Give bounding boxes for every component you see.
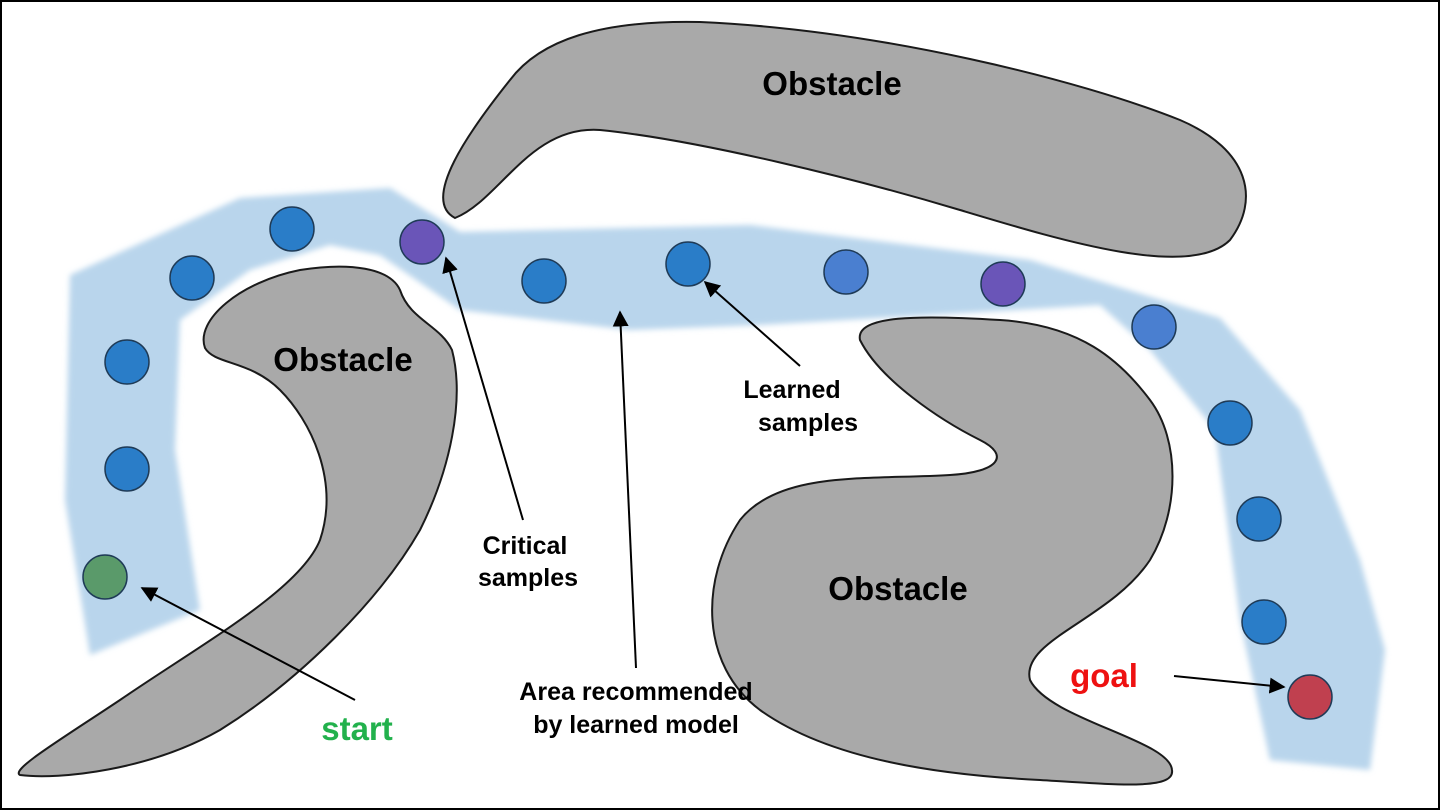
- start-arrow: [140, 587, 356, 701]
- critical-arrow: [442, 256, 524, 521]
- learned-sample: [665, 241, 711, 287]
- critical-samples-label-line2: samples: [478, 564, 578, 592]
- area-label-line1: Area recommended: [519, 678, 752, 706]
- samples: [82, 206, 1333, 720]
- critical-sample: [399, 219, 445, 265]
- obstacle-left-label: Obstacle: [273, 341, 412, 378]
- learned-samples-label-line2: samples: [758, 409, 858, 437]
- critical-sample: [980, 261, 1026, 307]
- goal-sample: [1287, 674, 1333, 720]
- learned-samples-label-line1: Learned: [743, 376, 840, 404]
- learned-sample: [823, 249, 869, 295]
- goal-arrow: [1173, 675, 1286, 694]
- learned-sample: [104, 339, 150, 385]
- learned-sample: [269, 206, 315, 252]
- area-arrow: [612, 310, 637, 669]
- obstacle-right: [711, 316, 1174, 786]
- obstacle-top-label: Obstacle: [762, 65, 901, 102]
- obstacle-top: [442, 20, 1247, 258]
- learned-sample: [1131, 304, 1177, 350]
- critical-samples-label-line1: Critical: [483, 532, 568, 560]
- goal-label: goal: [1070, 657, 1138, 694]
- learned-sample: [104, 446, 150, 492]
- learned-sample: [1236, 496, 1282, 542]
- learned-arrow: [703, 280, 801, 367]
- obstacle-right-label: Obstacle: [828, 570, 967, 607]
- learned-sample: [1207, 400, 1253, 446]
- learned-sample: [169, 255, 215, 301]
- start-sample: [82, 554, 128, 600]
- obstacle-left: [17, 265, 458, 778]
- area-label-line2: by learned model: [533, 711, 739, 739]
- recommended-area: [65, 188, 1385, 770]
- start-label: start: [321, 710, 393, 747]
- learned-sample: [1241, 599, 1287, 645]
- learned-sample: [521, 258, 567, 304]
